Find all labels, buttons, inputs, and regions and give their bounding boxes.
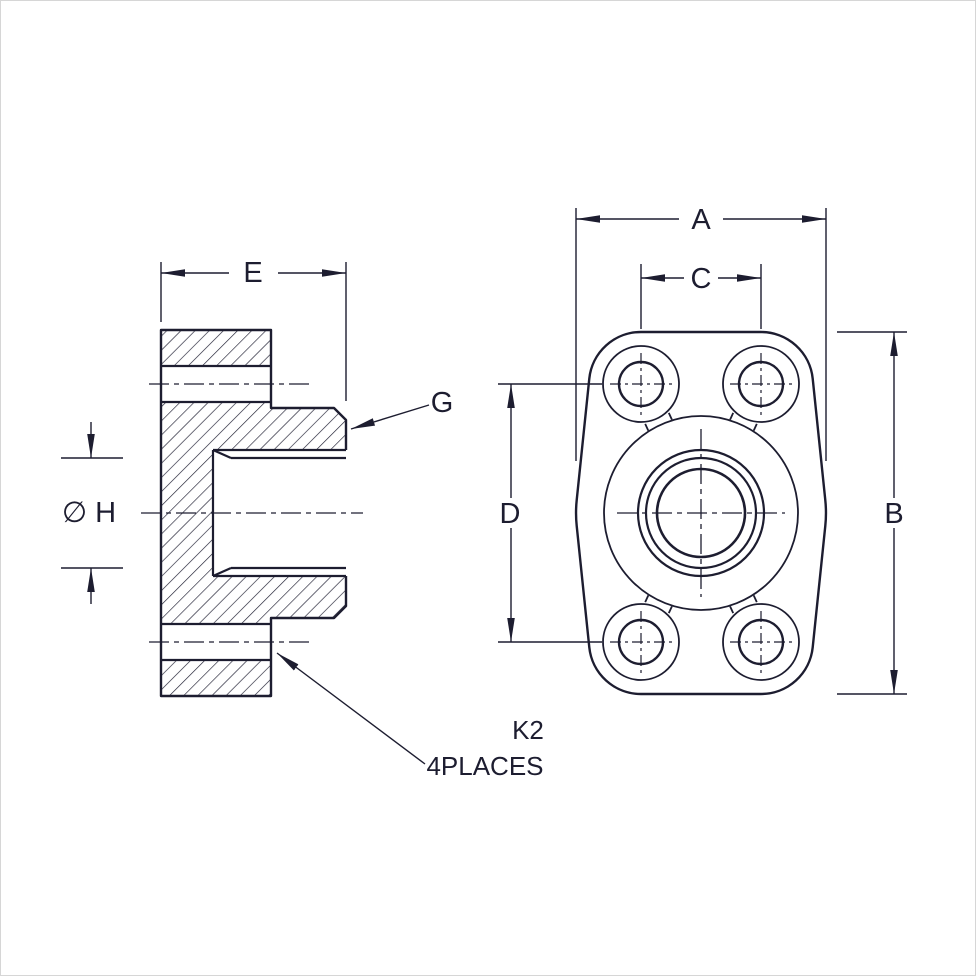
center-boss-circle	[603, 415, 799, 611]
section-hatch-areas	[161, 330, 346, 696]
bolt-hole-pads	[602, 345, 800, 681]
dim-label-a: A	[691, 204, 711, 236]
boss-web-fillet-lines	[644, 412, 758, 614]
dim-label-b: B	[884, 498, 903, 530]
dim-label-c: C	[691, 263, 712, 295]
bolt-hole-crosshairs	[610, 353, 792, 673]
dimension-labels: A C B D E G ∅ H K2 4PLACES	[62, 204, 904, 781]
bolt-hole-section-lines	[161, 364, 271, 662]
g-leader-line	[350, 404, 430, 430]
note-label-places: 4PLACES	[426, 751, 543, 781]
center-crosshair	[617, 429, 785, 597]
front-view	[574, 330, 828, 696]
section-centerlines	[141, 383, 363, 643]
k2-leader-line	[276, 652, 426, 765]
dim-label-g: G	[431, 387, 454, 419]
dimension-lines	[87, 215, 898, 694]
note-label-k2: K2	[512, 715, 544, 745]
dim-label-e: E	[243, 257, 262, 289]
dim-label-d: D	[500, 498, 521, 530]
port-bore-lines	[211, 448, 346, 578]
leader-lines	[276, 404, 430, 765]
flange-front-outline	[574, 330, 828, 696]
dimension-annotations: A C B D E G ∅ H K2 4PLACES	[61, 204, 907, 781]
dim-label-h: ∅ H	[62, 497, 116, 529]
side-section-view	[141, 328, 363, 698]
extension-lines	[61, 208, 907, 695]
